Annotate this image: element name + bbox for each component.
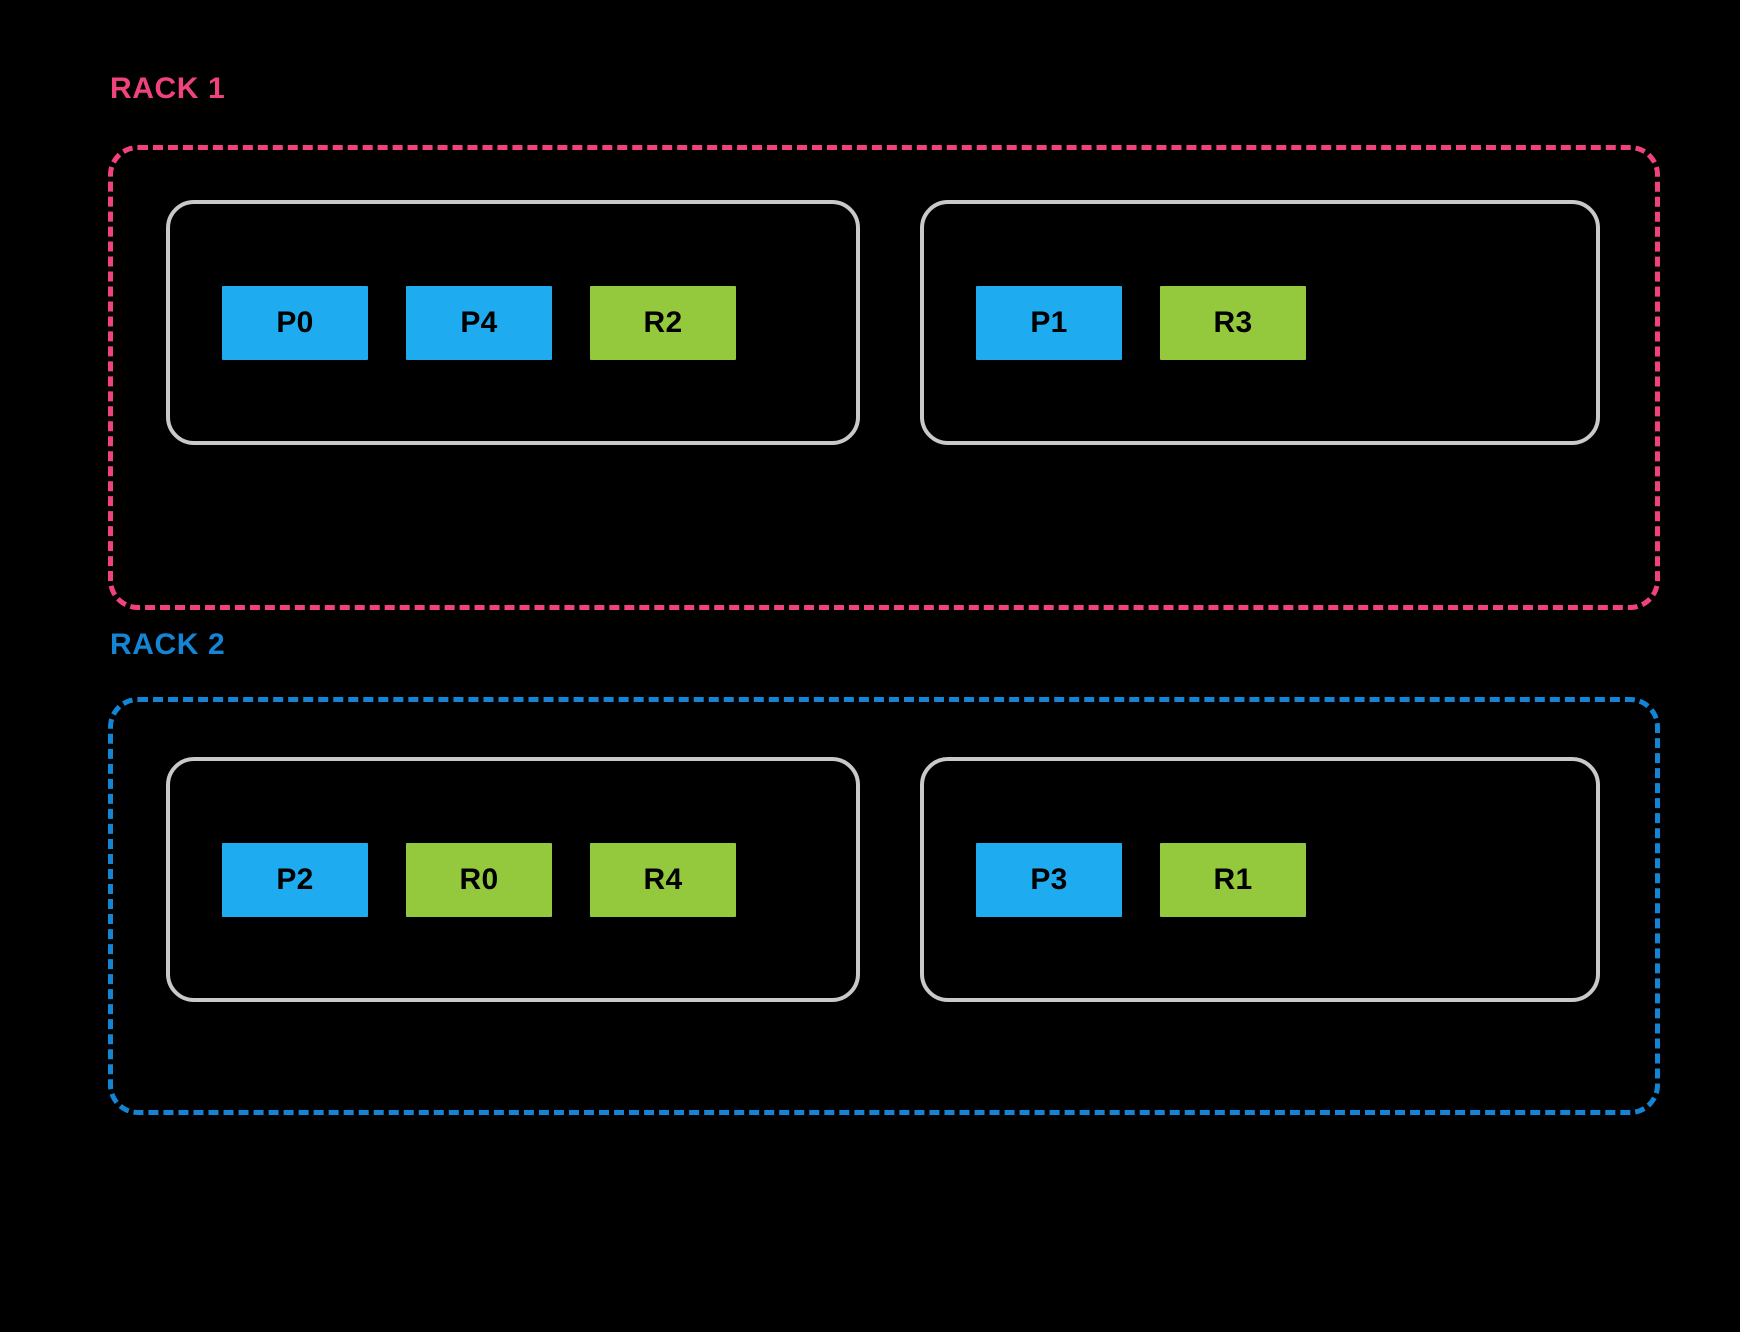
replica-block-r3: R3 <box>1160 285 1306 360</box>
partition-block-p4: P4 <box>406 285 552 360</box>
block-row: P1 R3 <box>976 285 1306 360</box>
replica-block-r2: R2 <box>590 285 736 360</box>
rack-label-1: RACK 1 <box>110 72 226 105</box>
rack-1-node-1: P0 P4 R2 <box>166 200 860 445</box>
rack-2-node-1: P2 R0 R4 <box>166 757 860 1002</box>
replica-block-r1: R1 <box>1160 842 1306 917</box>
replica-block-r0: R0 <box>406 842 552 917</box>
rack-label-2: RACK 2 <box>110 628 226 661</box>
partition-block-p3: P3 <box>976 842 1122 917</box>
partition-block-p2: P2 <box>222 842 368 917</box>
block-row: P0 P4 R2 <box>222 285 736 360</box>
block-row: P2 R0 R4 <box>222 842 736 917</box>
rack-1-node-2: P1 R3 <box>920 200 1600 445</box>
replica-block-r4: R4 <box>590 842 736 917</box>
partition-block-p0: P0 <box>222 285 368 360</box>
partition-block-p1: P1 <box>976 285 1122 360</box>
rack-2-node-2: P3 R1 <box>920 757 1600 1002</box>
rack-container-2 <box>108 697 1660 1115</box>
block-row: P3 R1 <box>976 842 1306 917</box>
rack-container-1 <box>108 145 1660 610</box>
